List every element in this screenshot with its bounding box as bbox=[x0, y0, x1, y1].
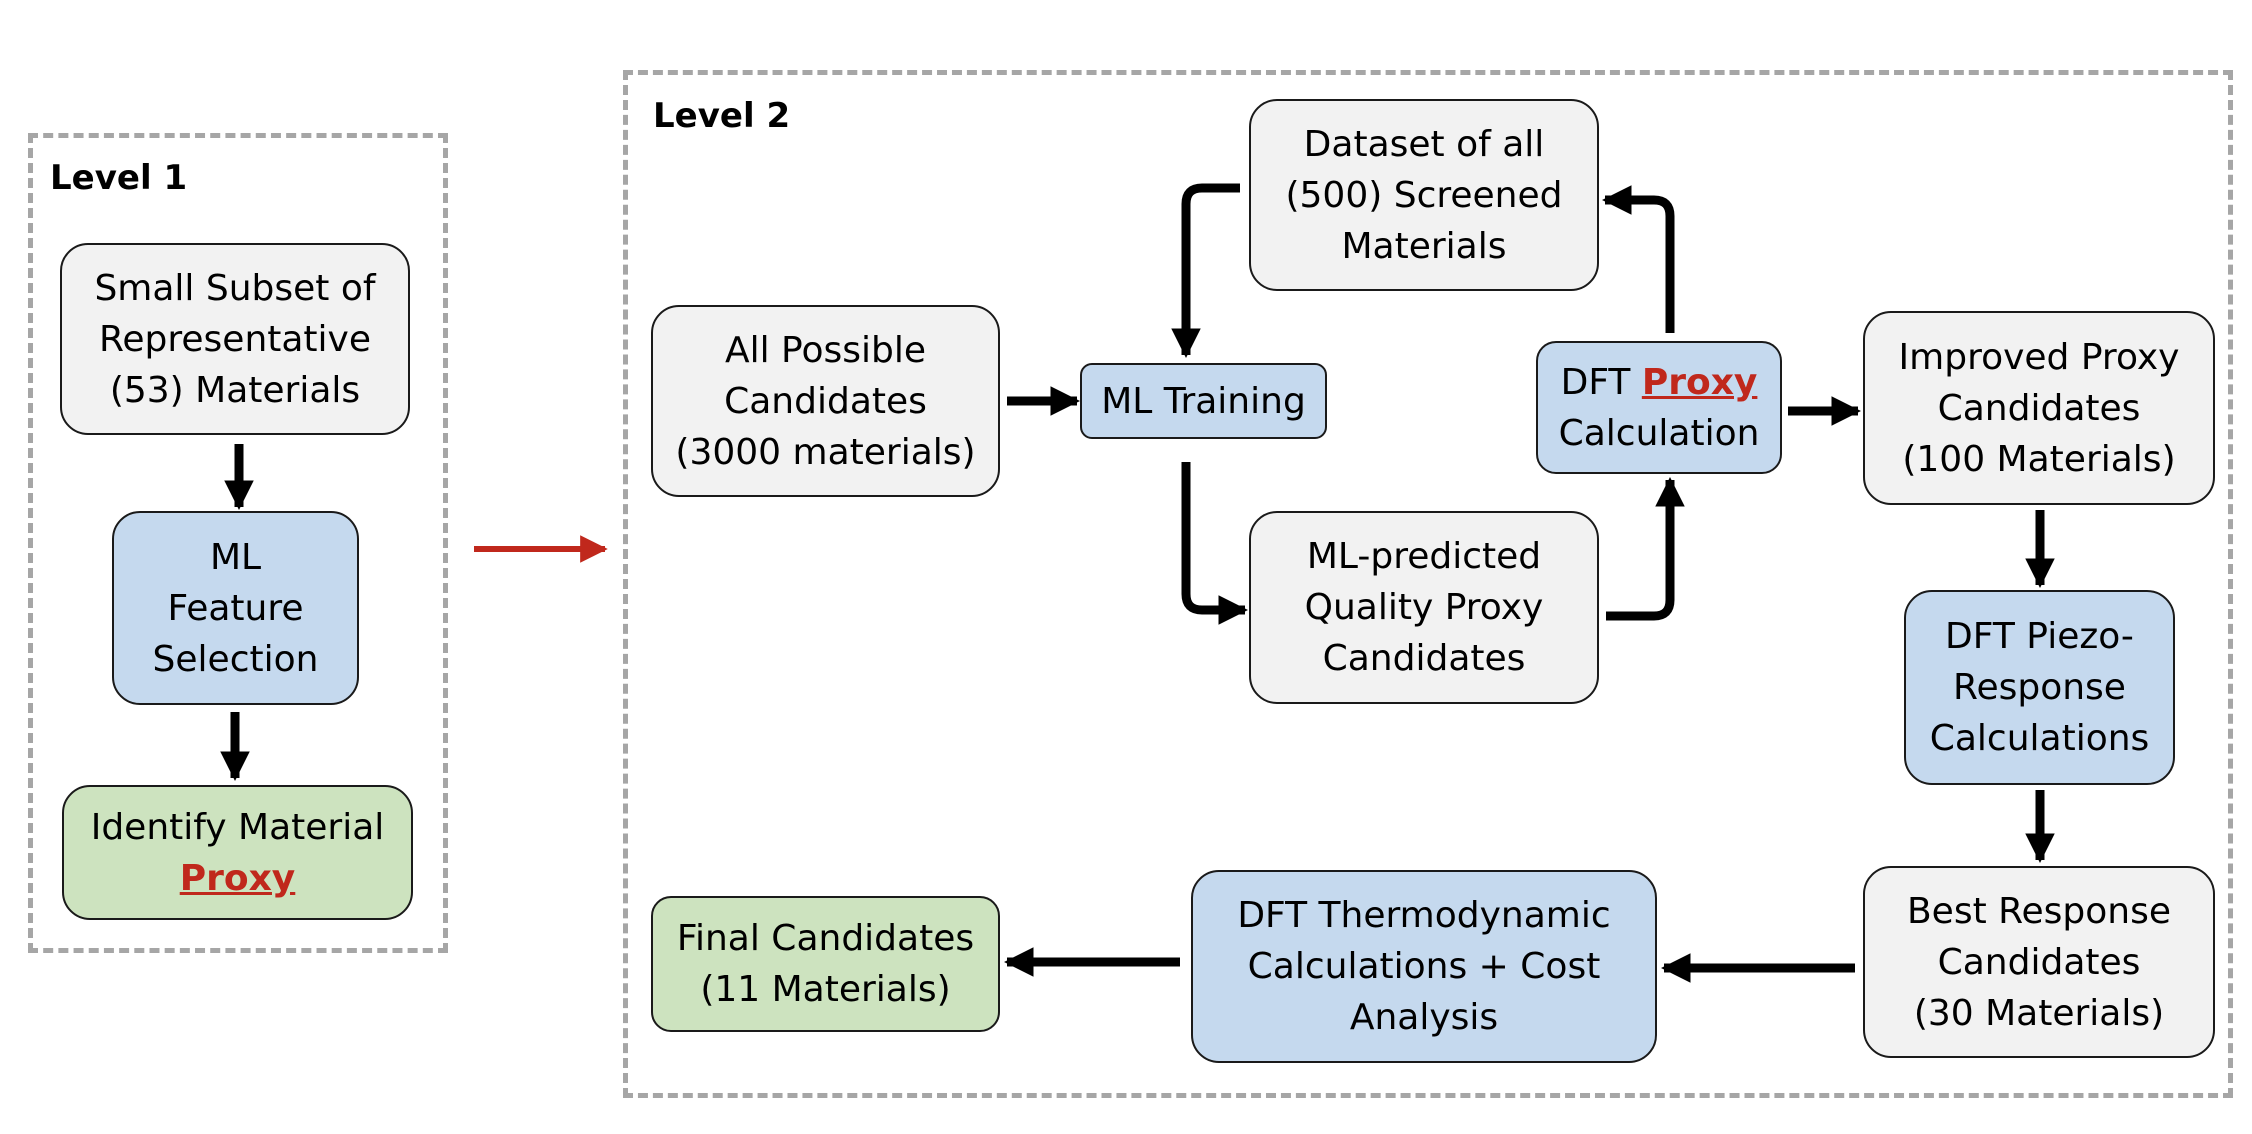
ml-predicted-box: ML-predicted Quality Proxy Candidates bbox=[1249, 511, 1599, 704]
arrow-dft-proxy-to-dataset bbox=[1602, 185, 1675, 333]
ml-training-label: ML Training bbox=[1101, 380, 1306, 422]
dft-proxy-line-2: Calculation bbox=[1558, 412, 1760, 454]
best-response-box: Best Response Candidates (30 Materials) bbox=[1863, 866, 2215, 1058]
ml-training-box: ML Training bbox=[1080, 363, 1327, 439]
level2-group bbox=[623, 70, 2233, 1098]
dataset-box: Dataset of all (500) Screened Materials bbox=[1249, 99, 1599, 291]
improved-line-3: (100 Materials) bbox=[1902, 438, 2176, 480]
dataset-line-2: (500) Screened bbox=[1285, 174, 1563, 216]
best-line-3: (30 Materials) bbox=[1913, 992, 2165, 1034]
thermodynamic-box: DFT Thermodynamic Calculations + Cost An… bbox=[1191, 870, 1657, 1063]
all-candidates-line-3: (3000 materials) bbox=[675, 431, 976, 473]
level1-label: Level 1 bbox=[50, 158, 188, 198]
piezo-line-1: DFT Piezo- bbox=[1945, 616, 2134, 657]
piezo-line-2: Response bbox=[1953, 667, 2126, 708]
dft-proxy-box: DFT Proxy Calculation bbox=[1536, 341, 1782, 474]
identify-proxy-highlight: Proxy bbox=[179, 857, 296, 899]
thermo-line-1: DFT Thermodynamic bbox=[1237, 895, 1611, 936]
best-line-1: Best Response bbox=[1906, 890, 2172, 932]
feature-selection-box: ML Feature Selection bbox=[112, 511, 359, 705]
final-candidates-box: Final Candidates (11 Materials) bbox=[651, 896, 1000, 1032]
arrow-predicted-to-dft-proxy bbox=[1606, 477, 1685, 621]
arrow-dataset-to-training bbox=[1171, 183, 1240, 358]
final-line-2: (11 Materials) bbox=[700, 969, 951, 1010]
dataset-line-3: Materials bbox=[1341, 225, 1507, 267]
final-line-1: Final Candidates bbox=[676, 918, 975, 959]
improved-line-1: Improved Proxy bbox=[1898, 336, 2180, 378]
all-candidates-line-2: Candidates bbox=[724, 380, 927, 422]
dataset-line-1: Dataset of all bbox=[1303, 123, 1545, 165]
thermo-line-3: Analysis bbox=[1349, 997, 1499, 1038]
all-candidates-line-1: All Possible bbox=[724, 329, 927, 371]
ml-predicted-line-2: Quality Proxy bbox=[1304, 587, 1544, 628]
feature-line-1: ML bbox=[209, 536, 262, 578]
improved-line-2: Candidates bbox=[1937, 387, 2141, 429]
dft-proxy-highlight: Proxy bbox=[1641, 361, 1758, 403]
subset-line-2: Representative bbox=[98, 318, 372, 360]
identify-proxy-line-1: Identify Material bbox=[90, 806, 385, 848]
level2-label: Level 2 bbox=[653, 96, 791, 136]
dft-proxy-prefix: DFT bbox=[1560, 361, 1642, 403]
identify-proxy-box: Identify Material Proxy bbox=[62, 785, 413, 920]
best-line-2: Candidates bbox=[1937, 941, 2141, 983]
ml-predicted-line-1: ML-predicted bbox=[1306, 536, 1542, 577]
feature-line-2: Feature bbox=[167, 587, 304, 629]
dft-proxy-line-1: DFT Proxy bbox=[1561, 357, 1758, 408]
subset-line-3: (53) Materials bbox=[109, 369, 361, 411]
arrow-training-to-predicted bbox=[1181, 462, 1248, 625]
improved-proxy-box: Improved Proxy Candidates (100 Materials… bbox=[1863, 311, 2215, 505]
piezo-line-3: Calculations bbox=[1929, 718, 2150, 759]
all-candidates-box: All Possible Candidates (3000 materials) bbox=[651, 305, 1000, 497]
subset-line-1: Small Subset of bbox=[94, 267, 376, 309]
subset-box: Small Subset of Representative (53) Mate… bbox=[60, 243, 410, 435]
ml-predicted-line-3: Candidates bbox=[1322, 638, 1526, 679]
level1-group bbox=[28, 133, 448, 953]
thermo-line-2: Calculations + Cost bbox=[1247, 946, 1601, 987]
feature-line-3: Selection bbox=[152, 638, 319, 680]
piezo-response-box: DFT Piezo- Response Calculations bbox=[1904, 590, 2175, 785]
